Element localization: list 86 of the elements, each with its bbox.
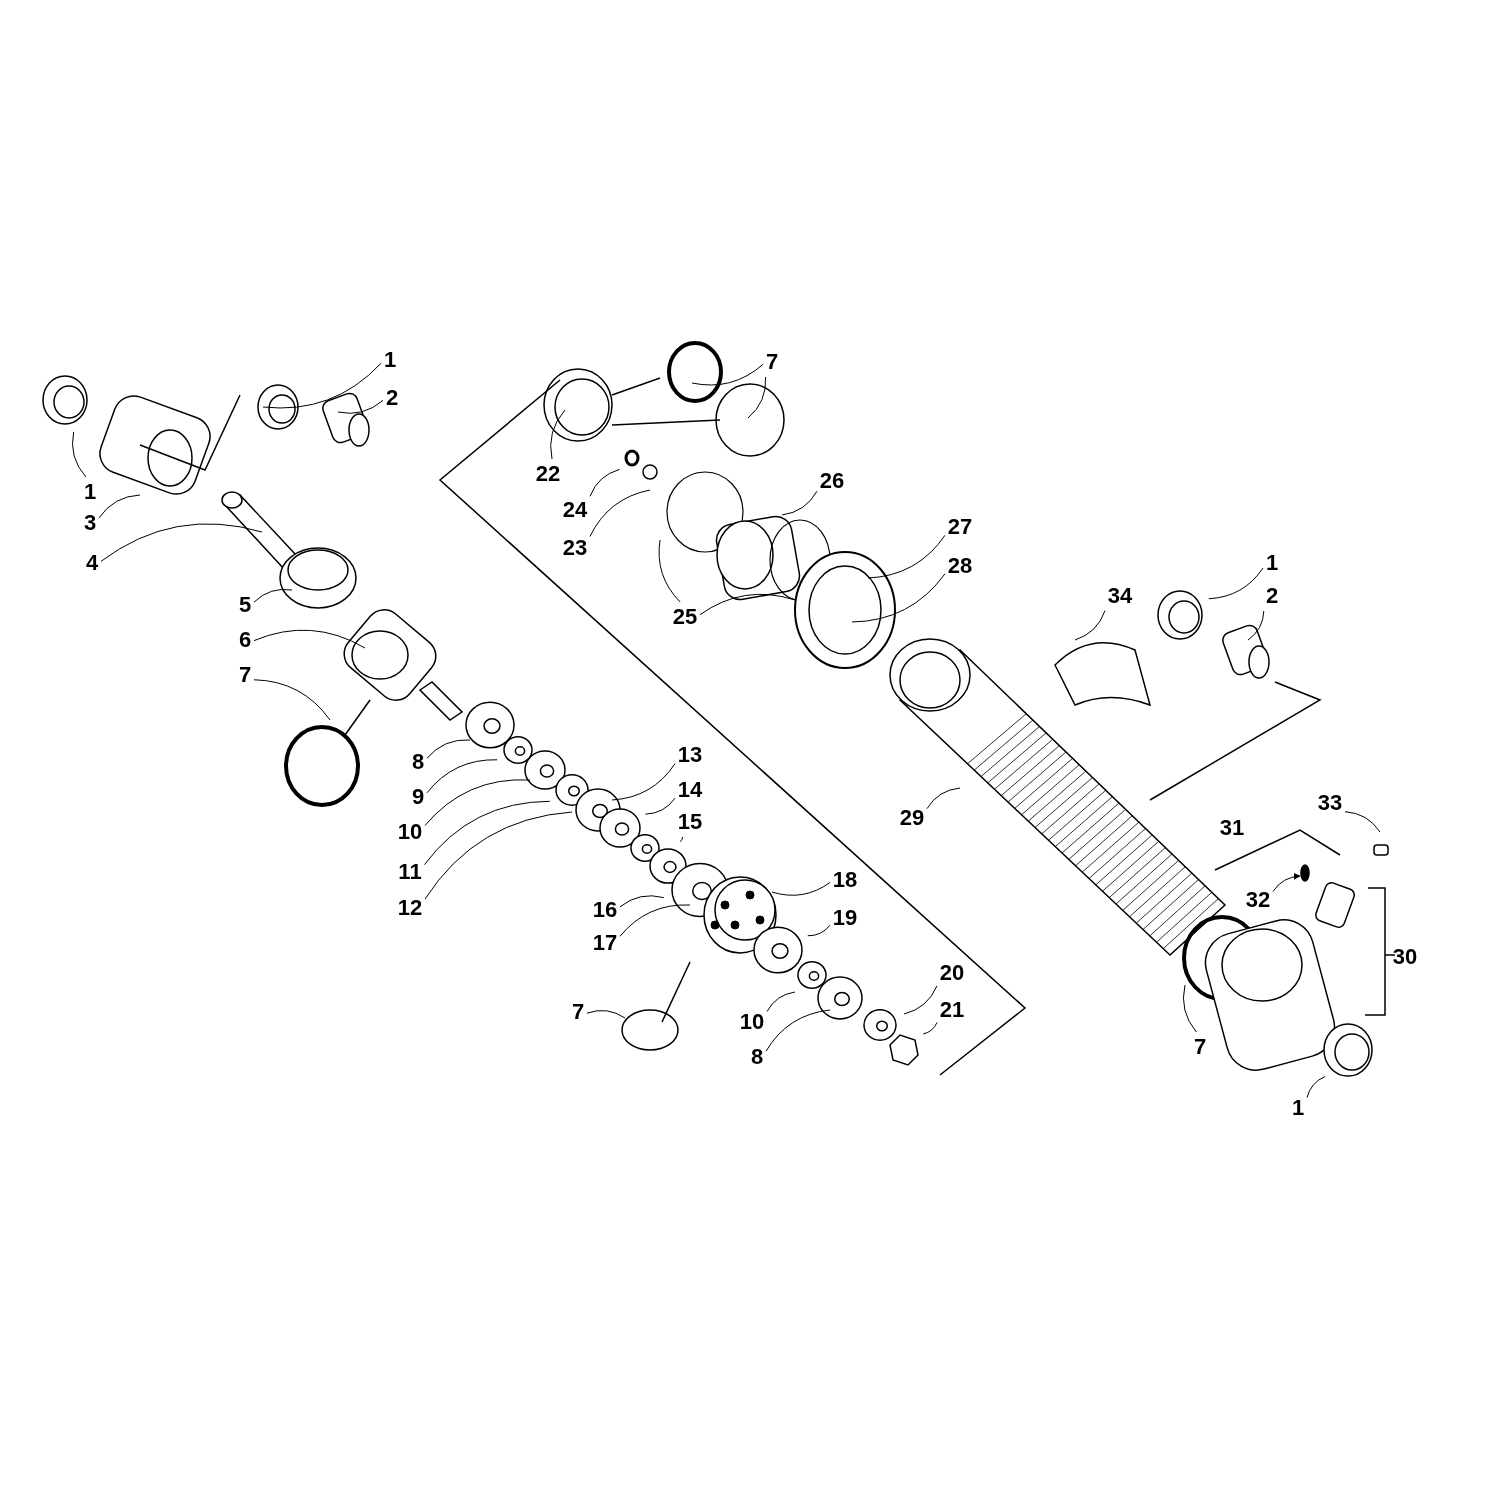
callout-number: 12	[397, 896, 423, 920]
callout-number: 11	[398, 860, 422, 884]
leader-line	[922, 1022, 938, 1035]
callout-number: 28	[947, 554, 973, 578]
callout-number: 17	[592, 931, 618, 955]
leader-line	[619, 895, 665, 908]
callout-number: 10	[739, 1010, 765, 1034]
leader-line	[765, 1009, 831, 1052]
leader-line	[98, 494, 141, 519]
callout-number: 24	[562, 498, 588, 522]
callout-number: 7	[238, 663, 252, 687]
callout-number: 25	[672, 605, 698, 629]
leader-line	[691, 363, 764, 386]
leader-line	[658, 539, 681, 603]
leader-line	[926, 787, 961, 810]
callout-number: 20	[939, 961, 965, 985]
leader-line	[586, 1010, 626, 1019]
callout-number: 1	[383, 348, 397, 372]
callout-number: 1	[1265, 551, 1279, 575]
callout-number: 26	[819, 469, 845, 493]
leader-line	[1344, 811, 1381, 833]
leader-line	[426, 739, 471, 759]
callout-number: 7	[571, 1000, 585, 1024]
leader-line	[1208, 567, 1264, 600]
callout-number: 29	[899, 806, 925, 830]
leader-line	[253, 679, 331, 721]
leader-line	[747, 376, 767, 419]
leader-line	[550, 409, 566, 460]
leader-line	[851, 573, 946, 623]
callout-number: 31	[1219, 816, 1245, 840]
leader-line	[589, 489, 651, 537]
callout-number: 23	[562, 536, 588, 560]
leader-line	[903, 985, 938, 1015]
callout-number: 22	[535, 462, 561, 486]
leader-line	[1182, 984, 1197, 1033]
leader-line	[771, 881, 831, 896]
leader-line	[337, 399, 384, 414]
leader-line	[589, 468, 620, 497]
leader-line	[867, 534, 946, 579]
leader-line	[807, 924, 831, 937]
leader-line	[424, 779, 531, 826]
callout-number: 7	[1193, 1035, 1207, 1059]
callout-number: 6	[238, 628, 252, 652]
leader-line	[619, 904, 691, 937]
callout-number: 30	[1392, 945, 1418, 969]
callout-number: 15	[677, 810, 703, 834]
callout-number: 9	[411, 785, 425, 809]
leader-line	[424, 811, 573, 900]
leader-line	[611, 763, 676, 801]
callout-number: 3	[83, 511, 97, 535]
leader-line	[253, 588, 293, 603]
leader-line	[72, 431, 87, 478]
leader-line	[262, 362, 382, 409]
leader-line	[253, 629, 366, 649]
leader-line	[1306, 1076, 1326, 1099]
callout-number: 1	[1291, 1096, 1305, 1120]
callout-number: 5	[238, 593, 252, 617]
callout-number: 1	[83, 480, 97, 504]
leader-line	[699, 593, 796, 616]
leader-line	[1074, 610, 1106, 641]
leader-line	[426, 759, 498, 794]
leader-line	[766, 991, 796, 1013]
callout-number: 8	[750, 1045, 764, 1069]
leader-line	[645, 797, 676, 815]
callout-number: 13	[677, 743, 703, 767]
callout-number: 16	[592, 898, 618, 922]
callout-number: 8	[411, 750, 425, 774]
leader-line	[1272, 873, 1301, 892]
callout-number: 27	[947, 515, 973, 539]
leader-line	[100, 523, 263, 562]
leader-line	[679, 836, 683, 843]
leader-line	[781, 490, 818, 516]
callout-number: 18	[832, 868, 858, 892]
callout-number: 14	[677, 778, 703, 802]
callout-number: 32	[1245, 888, 1271, 912]
callout-number: 4	[85, 551, 99, 575]
callout-number: 34	[1107, 584, 1133, 608]
callout-number: 21	[939, 998, 965, 1022]
callout-number: 7	[765, 350, 779, 374]
leader-line	[1247, 610, 1265, 641]
leader-line	[424, 800, 551, 866]
callout-number: 2	[1265, 584, 1279, 608]
callout-number: 10	[397, 820, 423, 844]
callout-number: 2	[385, 386, 399, 410]
callout-number: 33	[1317, 791, 1343, 815]
callout-number: 19	[832, 906, 858, 930]
